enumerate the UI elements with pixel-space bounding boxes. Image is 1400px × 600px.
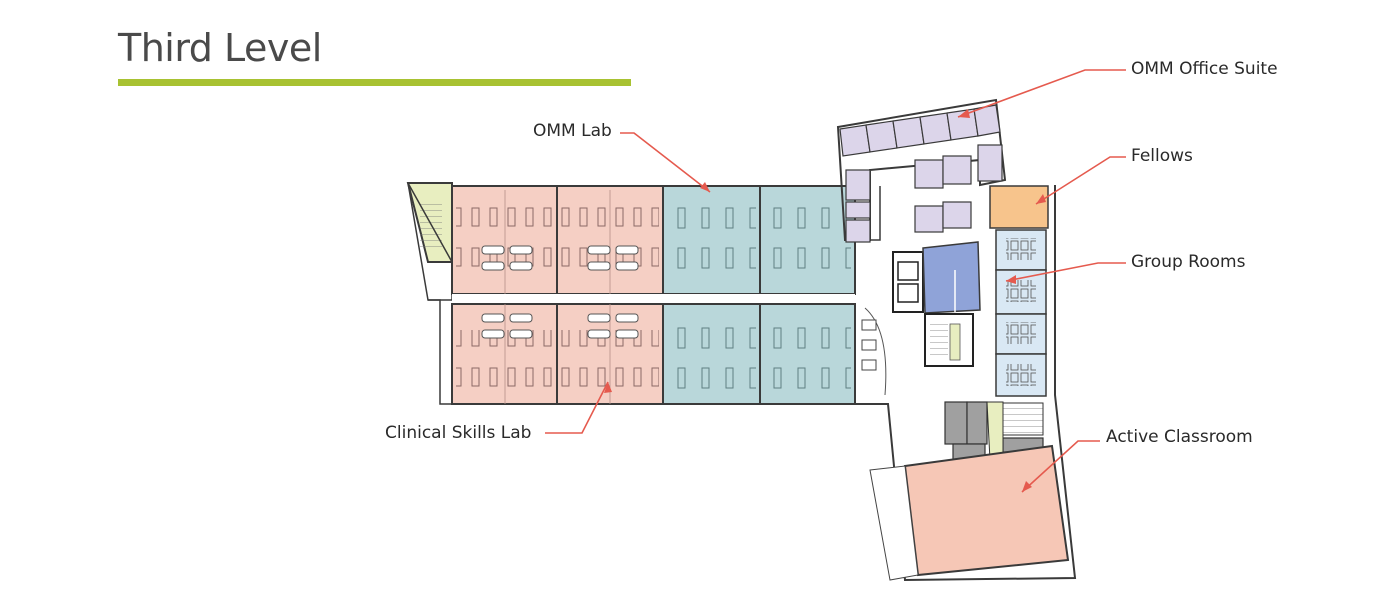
fellows-room <box>989 185 1049 229</box>
fellows-leader <box>1035 156 1126 205</box>
clinical-skills-lab-leader <box>545 381 609 434</box>
restrooms <box>922 241 981 314</box>
callout-fellows: Fellows <box>1131 146 1193 166</box>
west-corridor <box>452 294 855 304</box>
callout-group-rooms: Group Rooms <box>1131 252 1246 272</box>
title-underline <box>118 79 631 86</box>
arrowheads <box>604 109 1046 492</box>
active-classroom <box>903 444 1070 577</box>
callout-omm-office-suite: OMM Office Suite <box>1131 59 1278 79</box>
callout-omm-lab: OMM Lab <box>533 121 612 141</box>
omm-lab-leader <box>620 132 711 193</box>
west-wing <box>406 182 856 405</box>
elevator-core <box>892 251 924 313</box>
group-rooms-leader <box>1005 262 1126 282</box>
active-classroom-leader <box>1021 440 1100 493</box>
page-title: Third Level <box>118 26 322 70</box>
omm-office-suite-leader <box>957 69 1126 118</box>
callout-lines <box>545 69 1126 493</box>
callout-active-classroom: Active Classroom <box>1106 427 1253 447</box>
east-core <box>836 98 1077 582</box>
callout-clinical-skills-lab: Clinical Skills Lab <box>385 423 532 443</box>
